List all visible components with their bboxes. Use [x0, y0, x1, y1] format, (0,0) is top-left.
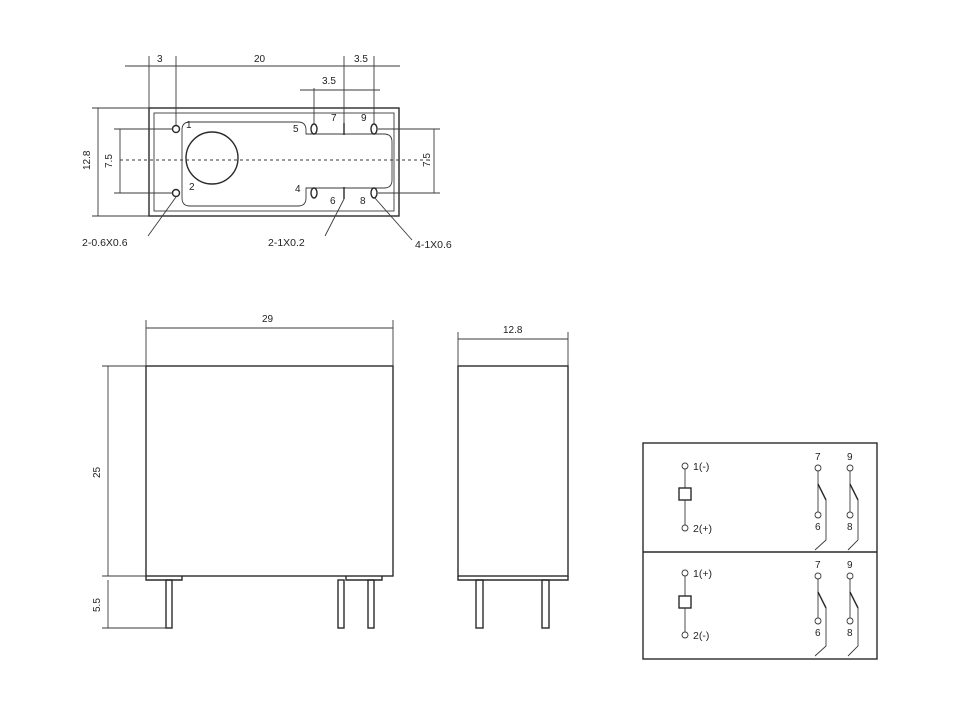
dim-pitch-right: 3.5 — [354, 54, 368, 65]
top-view-circle — [185, 131, 239, 185]
side-pin — [475, 579, 484, 629]
front-pin — [367, 579, 375, 629]
pin-label: 7 — [331, 113, 337, 124]
coil-bottom-label: 2(-) — [693, 630, 709, 642]
contact-label: 8 — [847, 628, 853, 639]
schematic: 1(-) 2(+) 7 9 6 8 1(+) 2(-) 7 — [642, 442, 878, 660]
pin-label: 2 — [189, 182, 195, 193]
coil-symbol — [678, 595, 692, 609]
dim-height-outer: 12.8 — [82, 150, 93, 170]
contact-label: 7 — [815, 560, 821, 571]
pin-label: 1 — [186, 120, 192, 131]
top-view-body-outline — [148, 107, 400, 217]
coil-top-label: 1(+) — [693, 568, 712, 580]
dim-pitch-inner: 3.5 — [322, 76, 336, 87]
contact-label: 9 — [847, 452, 853, 463]
dim-height-left: 7.5 — [104, 154, 115, 168]
contact-label: 6 — [815, 522, 821, 533]
callout-coil-pins: 2-0.6X0.6 — [82, 237, 128, 249]
pin-label: 9 — [361, 113, 367, 124]
contact-label: 9 — [847, 560, 853, 571]
dim-side-depth: 12.8 — [503, 325, 523, 336]
dim-height-right: 7.5 — [422, 153, 433, 167]
pin-label: 6 — [330, 196, 336, 207]
pin-label: 5 — [293, 124, 299, 135]
front-view: 29 25 5.5 — [92, 314, 394, 629]
coil-symbol — [678, 487, 692, 501]
front-pin — [165, 579, 173, 629]
dim-front-width: 29 — [262, 314, 274, 325]
contact-label: 8 — [847, 522, 853, 533]
dim-front-height: 25 — [92, 466, 103, 478]
front-view-body — [145, 365, 394, 577]
coil-top-label: 1(-) — [693, 461, 709, 473]
dim-pin-length: 5.5 — [92, 598, 103, 612]
side-view-body — [457, 365, 569, 577]
dim-pitch-left: 3 — [157, 54, 163, 65]
dim-pitch-main: 20 — [254, 54, 266, 65]
callout-com-pins: 2-1X0.2 — [268, 237, 305, 249]
top-view-cavity — [181, 121, 393, 207]
schematic-panel-2: 1(+) 2(-) 7 9 6 8 — [678, 560, 859, 657]
callout-contact-pins: 4-1X0.6 — [415, 239, 452, 251]
contact-label: 7 — [815, 452, 821, 463]
schematic-frame — [642, 442, 878, 660]
side-pin — [541, 579, 550, 629]
contact-label: 6 — [815, 628, 821, 639]
pin-label: 4 — [295, 184, 301, 195]
front-pin — [337, 579, 345, 629]
pin-label: 8 — [360, 196, 366, 207]
top-view: 1 2 4 5 6 7 8 9 3 20 3.5 3.5 12.8 7.5 7.… — [82, 54, 452, 251]
coil-bottom-label: 2(+) — [693, 523, 712, 535]
schematic-panel-1: 1(-) 2(+) 7 9 6 8 — [678, 452, 859, 551]
side-view: 12.8 — [457, 325, 569, 629]
